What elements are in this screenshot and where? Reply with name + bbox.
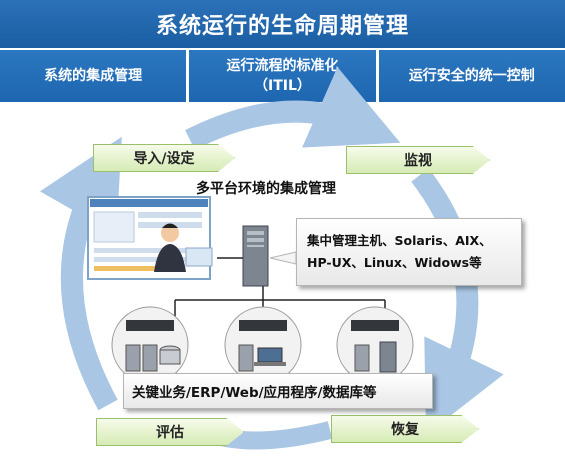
stage-evaluate: 评估 [96, 418, 244, 446]
operator-icon [154, 223, 213, 272]
server-tower-icon [242, 225, 269, 287]
cycle-arrow-top [185, 67, 401, 150]
pillar-security-label: 运行安全的统一控制 [408, 68, 535, 84]
host-callout: 集中管理主机、Solaris、AIX、 HP-UX、Linux、Widows等 [296, 218, 522, 286]
monitor-screen-icon [87, 196, 211, 280]
subheading: 多平台环境的集成管理 [196, 181, 336, 197]
database-icon [224, 306, 302, 384]
pillar-row: 系统的集成管理 运行流程的标准化 （ITIL） 运行安全的统一控制 [0, 50, 565, 102]
pillar-integration: 系统的集成管理 [0, 50, 187, 102]
stage-monitor: 监视 [346, 146, 490, 174]
stage-recover: 恢复 [331, 415, 479, 443]
pillar-security: 运行安全的统一控制 [378, 50, 565, 102]
server-rack-icon-right [336, 306, 414, 384]
pillar-itil-sublabel: （ITIL） [254, 78, 311, 94]
pillar-integration-label: 系统的集成管理 [44, 68, 143, 84]
host-callout-line1: 集中管理主机、Solaris、AIX、 [307, 233, 492, 248]
laptop-icon [254, 347, 286, 366]
page-title: 系统运行的生命周期管理 [0, 0, 565, 48]
app-callout: 关键业务/ERP/Web/应用程序/数据库等 [123, 373, 433, 409]
stage-import: 导入/设定 [93, 144, 235, 172]
host-callout-pointer [269, 251, 297, 265]
host-callout-line2: HP-UX、Linux、Widows等 [307, 255, 482, 270]
server-rack-icon [111, 306, 189, 384]
